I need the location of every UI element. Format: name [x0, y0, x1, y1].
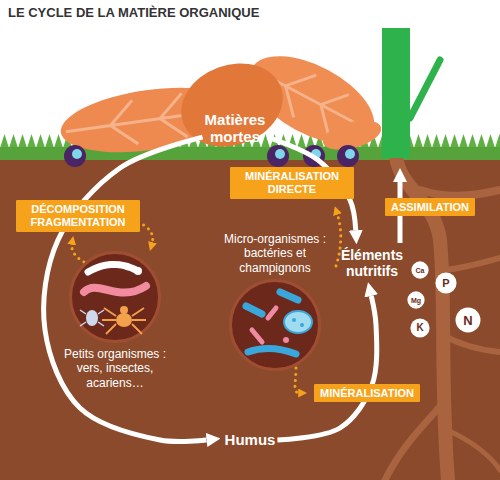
bacterium: [268, 308, 276, 318]
caterpillar-head: [134, 267, 142, 275]
process-label: DÉCOMPOSITION FRAGMENTATION: [22, 203, 134, 228]
circle-heading: Petits organismes : vers, insectes, acar…: [55, 347, 175, 390]
humus-label: Humus: [223, 430, 278, 449]
nutrient-symbol: N: [463, 314, 472, 327]
microorganism-circle: Micro-organismes : bactéries et champign…: [229, 279, 321, 371]
cycle-arrow: [44, 137, 207, 441]
dotted-arrow: [72, 243, 84, 262]
small-organisms: [80, 264, 146, 334]
organism-circle: Petits organismes : vers, insectes, acar…: [69, 251, 161, 343]
leaf-blade: [169, 50, 294, 161]
nutrient-symbol: P: [442, 278, 449, 289]
process-label-box: MINÉRALISATION: [314, 384, 420, 403]
node-text: Matières mortes: [205, 111, 266, 146]
cell-dot: [292, 318, 296, 322]
nutrient-bubble: Mg: [407, 291, 425, 309]
dotted-arrow: [336, 213, 341, 266]
root: [447, 430, 500, 470]
process-label-box: ASSIMILATION: [385, 198, 475, 217]
berry-shine: [72, 149, 82, 159]
plant-stem: [382, 28, 410, 158]
berry: [337, 145, 359, 167]
dead-matter-label: Matières mortes: [203, 110, 268, 147]
worm: [84, 286, 146, 293]
circle-heading: Micro-organismes : bactéries et champign…: [215, 232, 335, 275]
circle-heading-text: Micro-organismes : bactéries et champign…: [215, 232, 335, 275]
circle-shape: [71, 253, 160, 342]
process-label: MINÉRALISATION DIRECTE: [236, 170, 348, 195]
circle-outline: [69, 251, 161, 343]
circle-heading-text: Petits organismes : vers, insectes, acar…: [55, 347, 175, 390]
nutrients-label: Éléments nutritifs: [339, 246, 405, 280]
bacterium: [248, 348, 296, 354]
process-label-box: MINÉRALISATION DIRECTE: [230, 167, 354, 198]
nutrient-symbol: K: [416, 323, 423, 333]
coccus: [283, 337, 289, 343]
spider-body: [116, 313, 132, 327]
roots: [385, 156, 500, 480]
nutrient-bubble: K: [410, 318, 430, 338]
bacterium: [246, 306, 262, 314]
root: [385, 400, 445, 480]
nutrient-symbol: Mg: [411, 297, 421, 304]
root: [444, 258, 500, 270]
root: [420, 190, 500, 196]
process-label: ASSIMILATION: [391, 201, 469, 214]
bubble-shape: [435, 272, 456, 293]
berry-shine: [275, 149, 285, 159]
berry: [64, 145, 86, 167]
berry: [267, 145, 289, 167]
title-box: LE CYCLE DE LA MATIÈRE ORGANIQUE: [8, 5, 259, 20]
soil: [0, 156, 500, 480]
caterpillar: [88, 264, 136, 272]
nutrient-bubble: P: [435, 272, 457, 294]
process-label: MINÉRALISATION: [320, 387, 414, 400]
circle-outline: [229, 279, 321, 371]
nutrient-symbol: Ca: [416, 267, 425, 274]
microorganisms: [246, 292, 312, 354]
berry-shine: [345, 149, 355, 159]
dotted-arrow: [138, 222, 153, 244]
bubble-shape: [411, 261, 428, 278]
bubble-shape: [410, 318, 429, 337]
diagram-title: LE CYCLE DE LA MATIÈRE ORGANIQUE: [8, 5, 259, 20]
mite-body: [86, 310, 98, 326]
fungal-cell: [284, 311, 312, 333]
leaf: [169, 50, 294, 161]
bubble-shape: [407, 291, 424, 308]
node-text: Éléments nutritifs: [341, 247, 403, 279]
bacterium: [252, 330, 262, 342]
dotted-arrow: [295, 368, 300, 393]
spider-legs: [102, 308, 146, 334]
cell-dot: [300, 323, 304, 327]
root: [443, 335, 500, 352]
mite-legs: [80, 310, 104, 326]
process-label-box: DÉCOMPOSITION FRAGMENTATION: [16, 200, 140, 231]
bacterium: [280, 292, 298, 300]
bubble-shape: [456, 308, 481, 333]
nutrient-bubble: N: [455, 307, 481, 333]
spider-head: [120, 306, 128, 314]
plant-leaf: [410, 60, 440, 118]
nutrient-bubble: Ca: [411, 261, 429, 279]
circle-shape: [231, 281, 320, 370]
node-text: Humus: [225, 431, 276, 448]
